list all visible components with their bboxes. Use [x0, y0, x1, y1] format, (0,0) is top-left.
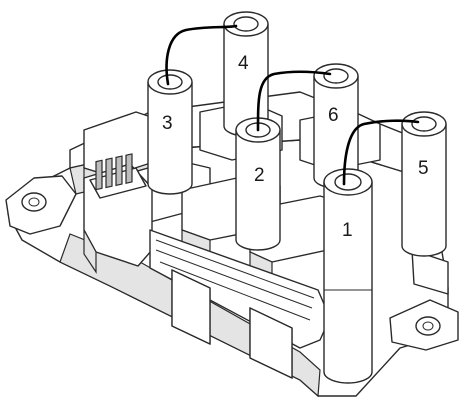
tower-4: 4	[223, 11, 269, 137]
tower-2-label: 2	[254, 165, 265, 186]
tower-3-label: 3	[162, 113, 173, 134]
tower-3: 3	[147, 69, 193, 195]
wire-3-4	[165, 24, 238, 86]
tower-5: 5	[401, 111, 447, 257]
tower-5-label: 5	[418, 158, 429, 179]
front-rail	[149, 229, 331, 379]
electrical-connector	[83, 153, 153, 274]
tower-4-label: 4	[238, 53, 249, 74]
tower-1-label: 1	[342, 220, 353, 241]
tower-1: 1	[323, 168, 373, 384]
tower-6: 6	[313, 63, 359, 189]
wire-2-6	[256, 70, 332, 132]
tower-6-label: 6	[328, 105, 339, 126]
tower-pair-wires	[165, 24, 420, 186]
tower-2: 2	[235, 117, 281, 251]
wire-1-5	[342, 119, 420, 186]
connector-pins	[95, 153, 133, 191]
